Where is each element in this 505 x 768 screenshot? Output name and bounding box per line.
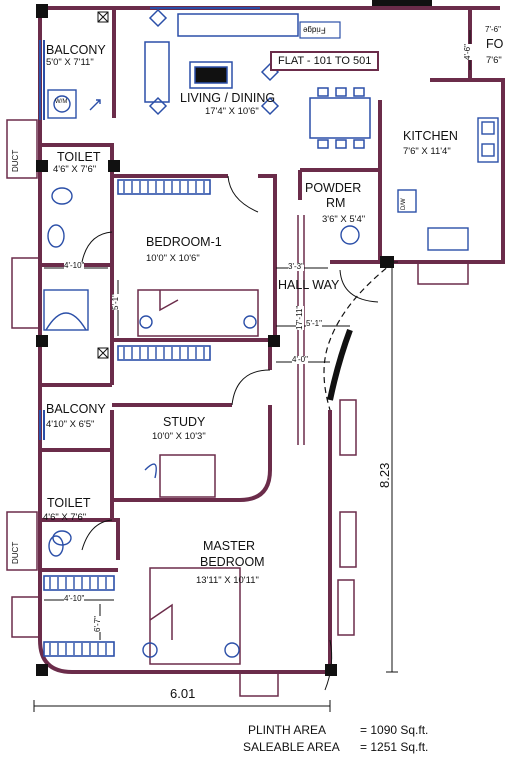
master-name2: BEDROOM: [200, 555, 265, 569]
balcony-top-name: BALCONY: [46, 43, 106, 57]
dim-d6: 4'-0": [292, 355, 308, 365]
thin-walls: [6, 119, 469, 697]
plinth-area-label: PLINTH AREA: [248, 723, 327, 737]
living-size: 17'4" X 10'6": [205, 106, 259, 117]
duct-label-top: DUCT: [11, 149, 20, 172]
kitchen-fixtures: [397, 117, 499, 251]
gas-point-2: [97, 347, 109, 359]
living-furniture: [144, 8, 371, 149]
toilet-fixtures: [43, 89, 360, 557]
dim-d4: 5'-1": [306, 319, 322, 329]
kitchen-name: KITCHEN: [403, 129, 458, 143]
dim-d5: 17'-11": [295, 305, 305, 330]
toilet-bottom-size: 4'6" X 7'6": [43, 512, 87, 523]
windows: [39, 7, 260, 440]
balcony-mid-name: BALCONY: [46, 402, 106, 416]
dw-label: D/W: [401, 198, 407, 210]
dim-height-total: 8.23: [377, 462, 392, 488]
door-swings: [81, 175, 379, 691]
fridge-outline: [299, 21, 341, 39]
bed-pillows: [139, 315, 257, 658]
master-size: 13'11" X 10'11": [196, 575, 259, 586]
dim-d10: 7'-6": [485, 25, 501, 34]
foyer-size: 7'6": [486, 55, 502, 66]
powder-size: 3'6" X 5'4": [322, 214, 366, 225]
gas-point-x: [97, 11, 109, 23]
living-name: LIVING / DINING: [180, 91, 276, 105]
gas-point-2-x: [97, 347, 109, 359]
study-name: STUDY: [163, 415, 206, 429]
bedroom1-size: 10'0" X 10'6": [146, 253, 200, 264]
toilet-bottom-name: TOILET: [47, 496, 91, 510]
columns: [36, 0, 432, 676]
saleable-area-value: = 1251 Sq.ft.: [360, 740, 429, 754]
wm-label: W/M: [55, 99, 68, 105]
bedroom1-name: BEDROOM-1: [146, 235, 222, 249]
hallway-name: HALL WAY: [278, 278, 340, 292]
balcony-arrow: [89, 99, 101, 111]
dim-d2: 3'-3": [288, 262, 304, 272]
dim-d8: 6'-7": [93, 616, 103, 632]
duct-label-bottom: DUCT: [11, 541, 20, 564]
gas-point: [97, 11, 109, 23]
powder-name: POWDER: [305, 181, 362, 195]
entrance-arc: [323, 261, 395, 411]
plinth-area-value: = 1090 Sq.ft.: [360, 723, 429, 737]
wardrobes: [43, 179, 211, 657]
foyer-name: FO: [486, 37, 504, 51]
dim-d3: 5'-1": [111, 294, 121, 310]
fridge-label: Fridge: [303, 25, 326, 35]
dim-d1: 4'-10": [64, 261, 85, 271]
saleable-area-label: SALEABLE AREA: [243, 740, 340, 754]
toilet-top-name: TOILET: [57, 150, 101, 164]
kitchen-size: 7'6" X 11'4": [403, 146, 451, 157]
wardrobe-slats: [49, 181, 205, 655]
walls: [38, 6, 505, 674]
dim-width-total: 6.01: [170, 686, 196, 701]
dim-d7: 4'-10": [64, 594, 85, 604]
toilet-top-size: 4'6" X 7'6": [53, 164, 97, 175]
powder-name2: RM: [326, 196, 346, 210]
entrance-door: [327, 328, 353, 401]
beds: [137, 289, 259, 665]
flat-tag: FLAT - 101 TO 501: [270, 51, 380, 71]
balcony-top-size: 5'0" X 7'11": [46, 57, 94, 68]
master-name: MASTER: [203, 539, 256, 553]
dim-d9: 4'-6": [463, 44, 473, 60]
study-size: 10'0" X 10'3": [152, 431, 206, 442]
balcony-mid-size: 4'10" X 6'5": [46, 419, 95, 430]
